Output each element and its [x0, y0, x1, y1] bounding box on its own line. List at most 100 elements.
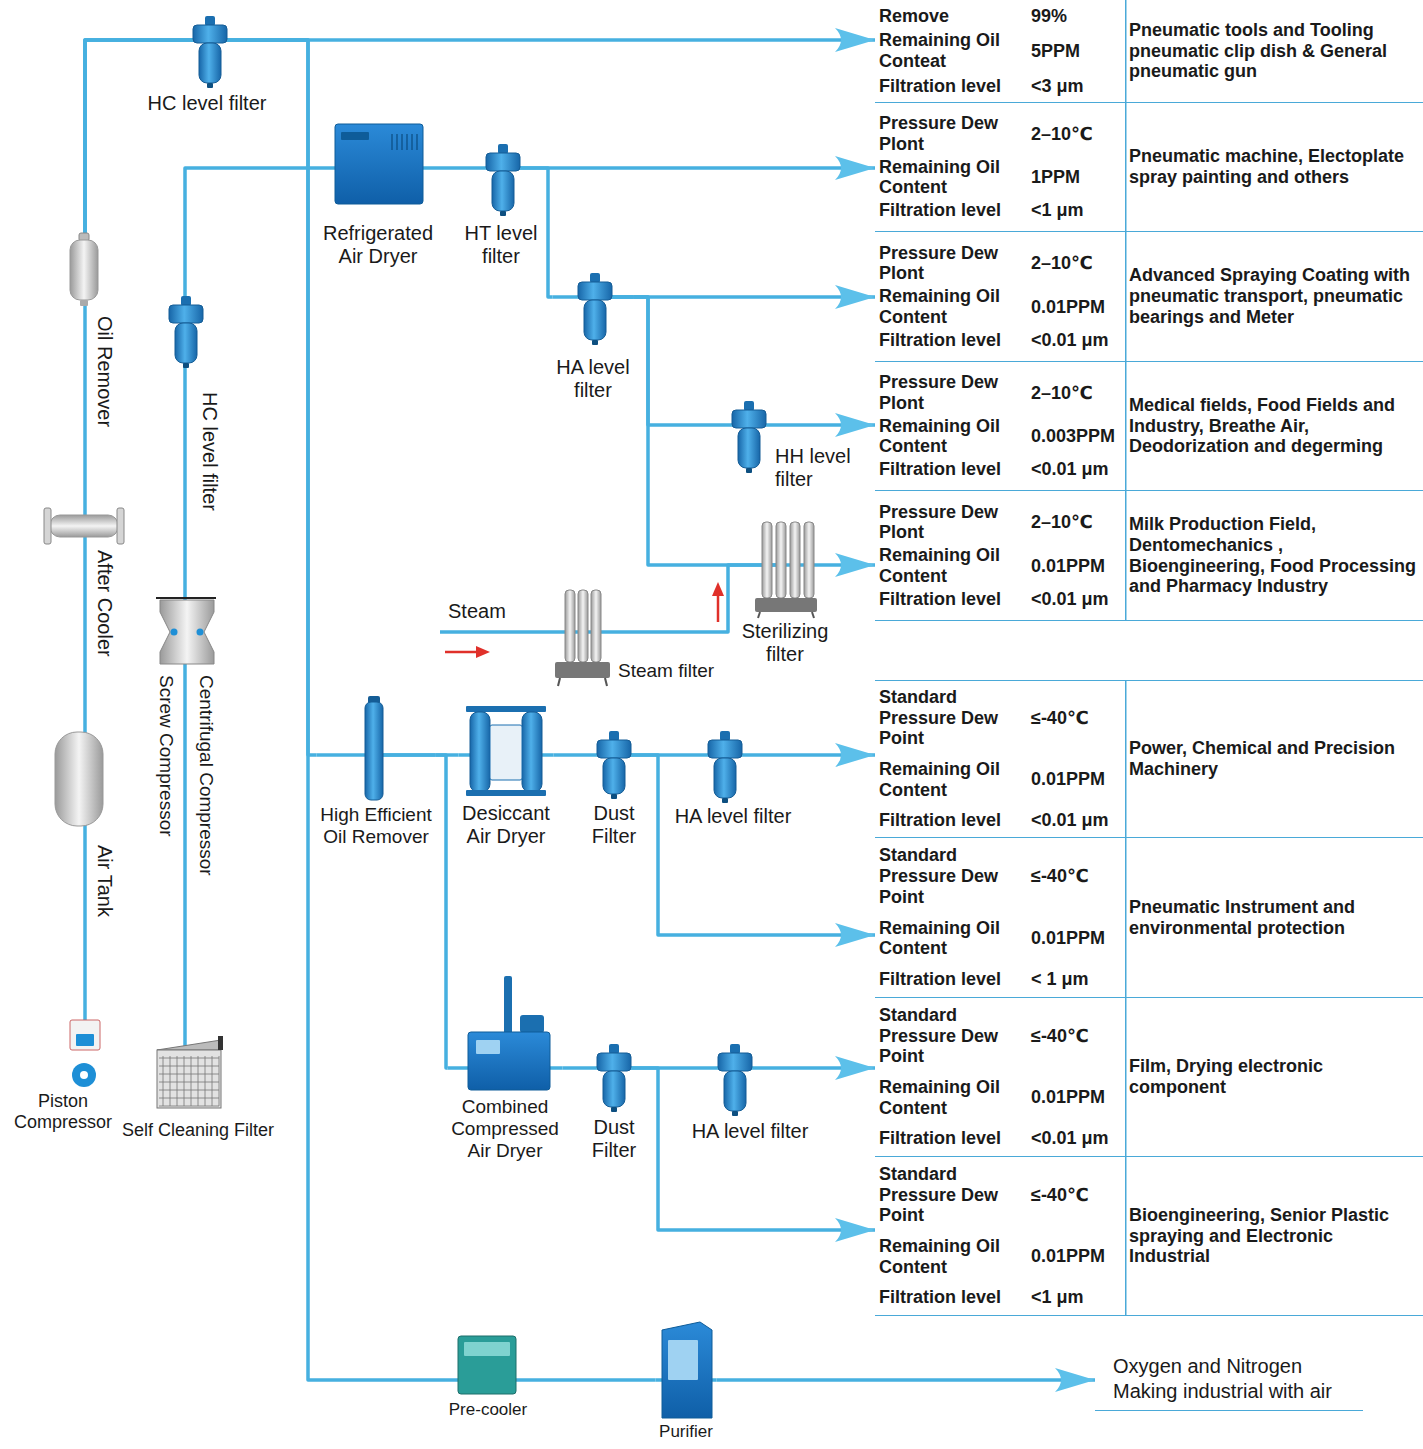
spec-row: Pressure Dew Plont2–10℃Remaining Oil Con…	[875, 362, 1423, 491]
equipment-label: After Cooler	[94, 550, 116, 657]
spec-label: Remove	[875, 6, 1025, 27]
icon-stroke	[411, 134, 412, 150]
spec-value: 2–10℃	[1025, 383, 1121, 404]
icon-part	[365, 702, 383, 800]
air-pipe	[860, 423, 875, 427]
application-text: Pneumatic tools and Tooling pneumatic cl…	[1121, 20, 1423, 82]
icon-stroke	[159, 1082, 219, 1083]
spec-label: Remaining Oil Conteat	[875, 30, 1025, 71]
icon-part	[464, 1342, 510, 1356]
spec-label: Filtration level	[875, 1128, 1025, 1149]
combined-compressed-air-dryer: Combined Compressed Air Dryer	[448, 972, 563, 1162]
icon-stroke	[156, 597, 216, 599]
icon-part	[578, 590, 588, 662]
air-pipe	[183, 907, 187, 1032]
spec-label: Standard Pressure Dew Point	[875, 845, 1025, 907]
air-pipe	[640, 755, 875, 935]
icon-part	[738, 428, 760, 468]
spec-label: Pressure Dew Plont	[875, 502, 1025, 543]
air-pipe	[83, 937, 87, 1015]
air-pipe	[832, 563, 875, 567]
pipe-stub	[582, 630, 722, 634]
spec-row: Standard Pressure Dew Point≤-40℃Remainin…	[875, 998, 1423, 1157]
icon-part	[591, 590, 601, 662]
spec-label: Filtration level	[875, 330, 1025, 351]
spec-value: 2–10℃	[1025, 124, 1121, 145]
icon-stroke	[758, 612, 760, 618]
icon-stroke	[717, 594, 720, 622]
icon-part	[603, 758, 625, 794]
icon-stroke	[406, 134, 407, 150]
air-pipe	[541, 168, 553, 297]
spec-label: Remaining Oil Content	[875, 286, 1025, 327]
spec-label: Filtration level	[875, 810, 1025, 831]
pre-cooler: Pre-cooler	[445, 1330, 531, 1420]
icon-part	[476, 1040, 500, 1054]
icon-stroke	[396, 134, 397, 150]
hh-level-filter: HH level filter	[725, 390, 860, 496]
icon-part	[55, 732, 103, 826]
equipment-label: Desiccant Air Dryer	[462, 802, 551, 848]
icon-part	[597, 1053, 631, 1071]
application-text: Film, Drying electronic component	[1121, 1056, 1423, 1097]
equipment-label: Air Tank	[94, 845, 116, 917]
purifier: Purifier	[656, 1320, 717, 1442]
equipment-label: Pre-cooler	[448, 1400, 528, 1420]
spec-value: 0.003PPM	[1025, 426, 1121, 447]
icon-part	[466, 790, 546, 796]
spec-row: Pressure Dew Plont2–10℃Remaining Oil Con…	[875, 232, 1423, 362]
equipment-label: Screw Compressor	[155, 675, 176, 837]
equipment-label: Centrifugal Compressor	[195, 675, 216, 876]
icon-part	[712, 582, 724, 596]
equipment-label: Piston Compressor	[13, 1091, 113, 1132]
icon-stroke	[184, 1056, 185, 1106]
air-pipe	[634, 297, 739, 565]
icon-part	[668, 1340, 698, 1380]
spec-row: Remove99%Remaining Oil Conteat5PPMFiltra…	[875, 0, 1423, 103]
spec-label: Standard Pressure Dew Point	[875, 1164, 1025, 1226]
icon-part	[597, 740, 631, 758]
air-pipe	[634, 295, 876, 299]
refrigerated-air-dryer: Refrigerated Air Dryer	[319, 120, 437, 268]
ha-level-filter: HA level filter	[553, 262, 634, 402]
spec-value: <1 μm	[1025, 200, 1121, 221]
spec-value: ≤-40℃	[1025, 1026, 1121, 1047]
icon-part	[762, 522, 772, 598]
spec-label: Pressure Dew Plont	[875, 113, 1025, 154]
equipment-label: Dust Filter	[591, 802, 637, 848]
icon-stroke	[163, 1056, 164, 1106]
equipment-label: HH level filter	[775, 445, 852, 491]
icon-part	[500, 211, 506, 216]
spec-value: <1 μm	[1025, 1287, 1121, 1308]
icon-part	[732, 410, 766, 428]
equipment-label: HA level filter	[556, 356, 631, 402]
air-pipe	[85, 40, 144, 235]
icon-stroke	[401, 134, 402, 150]
equipment-label: HA level filter	[674, 805, 792, 828]
spec-label: Remaining Oil Content	[875, 416, 1025, 457]
air-pipe	[717, 1378, 1096, 1382]
spec-value: <0.01 μm	[1025, 459, 1121, 480]
spec-label: Standard Pressure Dew Point	[875, 687, 1025, 749]
equipment-label: Combined Compressed Air Dryer	[451, 1096, 560, 1162]
icon-part	[492, 171, 514, 211]
spec-row: Standard Pressure Dew Point≤-40℃Remainin…	[875, 838, 1423, 998]
spec-value: ≤-40℃	[1025, 1185, 1121, 1206]
equipment-label: HC level filter	[147, 92, 267, 115]
icon-part	[611, 794, 617, 799]
spec-value: ≤-40℃	[1025, 708, 1121, 729]
equipment-label: HA level filter	[691, 1120, 809, 1143]
hc-level-filter: HC level filter	[160, 293, 224, 527]
application-text: Pneumatic machine, Electoplate spray pai…	[1121, 146, 1423, 187]
spec-row: Pressure Dew Plont2–10℃Remaining Oil Con…	[875, 103, 1423, 232]
icon-part	[44, 508, 51, 544]
icon-part	[169, 305, 203, 323]
icon-stroke	[445, 651, 478, 654]
ha-level-filter: HA level filter	[688, 1036, 812, 1143]
application-text: Bioengineering, Senior Plastic spraying …	[1121, 1205, 1423, 1267]
ha-level-filter: HA level filter	[671, 725, 795, 828]
icon-stroke	[159, 1066, 219, 1067]
ht-level-filter: HT level filter	[461, 130, 541, 268]
spec-value: <0.01 μm	[1025, 589, 1121, 610]
